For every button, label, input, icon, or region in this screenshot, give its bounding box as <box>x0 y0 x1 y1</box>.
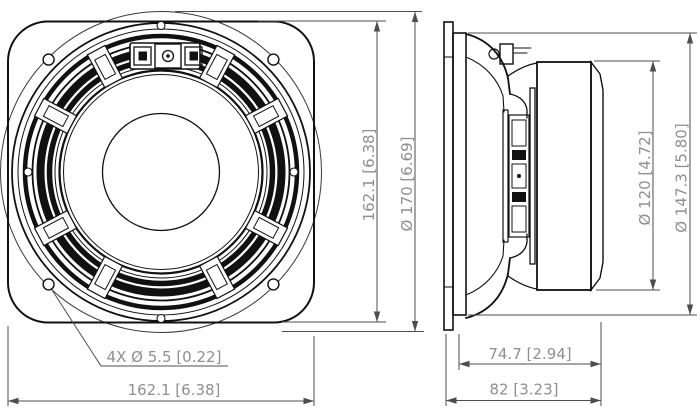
terminal-right <box>184 46 203 66</box>
surround-ring-1 <box>31 42 291 302</box>
clamp-ring <box>22 33 300 311</box>
frame-flange-edge <box>443 21 454 331</box>
surround-ring-2 <box>36 47 286 297</box>
bolt-circle-dimension-label: Ø 170 [6.69] <box>398 136 416 231</box>
dust-cap <box>101 112 221 232</box>
gasket-notch-left <box>23 167 33 177</box>
magnet <box>536 61 592 291</box>
gasket-notch-bottom <box>156 313 166 324</box>
clamp-tabs <box>33 44 289 300</box>
front-plate <box>529 87 536 265</box>
magnet-diameter-dimension-label: Ø 120 [4.72] <box>636 130 654 225</box>
mounting-depth-dimension-label: 74.7 [2.94] <box>488 345 571 363</box>
surround-roll <box>58 69 264 275</box>
gasket-ring-inner <box>17 28 305 316</box>
mounting-holes-dimension-label: 4X Ø 5.5 [0.22] <box>107 348 222 366</box>
bolt-circle <box>0 11 322 333</box>
side-view-dimensions: Ø 120 [4.72] Ø 147.3 [5.80] 74.7 [2.94] … <box>445 32 697 406</box>
leader-line-holes <box>51 289 228 367</box>
mounting-hole <box>42 53 55 66</box>
back-plate <box>590 59 604 293</box>
terminal-left <box>133 46 152 66</box>
side-terminal <box>488 43 532 65</box>
front-view-dimensions: 162.1 [6.38] Ø 170 [6.69] 4X Ø 5.5 [0.22… <box>7 11 424 406</box>
terminal-block <box>129 42 203 70</box>
voice-coil-assembly <box>502 109 530 243</box>
surround-ring-3 <box>46 57 276 287</box>
frame-width-dimension-label: 162.1 [6.38] <box>128 381 221 399</box>
basket-profile <box>465 33 538 319</box>
overall-depth-dimension-label: 82 [3.23] <box>490 381 559 399</box>
gasket-edge <box>452 32 467 316</box>
arrowheads <box>446 33 694 404</box>
mounting-hole <box>267 278 280 291</box>
cone-edge <box>63 74 259 270</box>
mounting-hole <box>42 278 55 291</box>
gasket-notch-top <box>156 20 166 31</box>
front-diameter-dimension-label: Ø 147.3 [5.80] <box>673 123 691 232</box>
surround-edge <box>54 65 268 279</box>
frame-height-dimension-label: 162.1 [6.38] <box>360 129 378 222</box>
mounting-hole <box>267 53 280 66</box>
gasket-notch-right <box>289 167 299 177</box>
arrowheads <box>8 11 419 405</box>
side-view <box>443 21 604 331</box>
front-view <box>0 11 322 333</box>
